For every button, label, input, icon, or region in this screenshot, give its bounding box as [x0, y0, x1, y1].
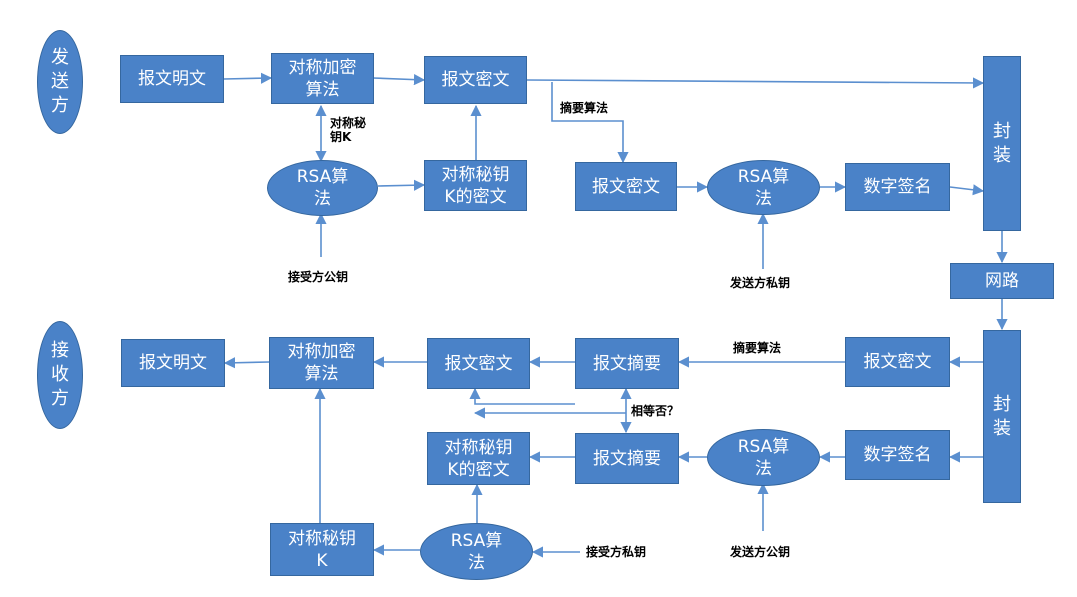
sender-plaintext-node: 报文明文: [120, 55, 224, 103]
sender-seal-node: 封 装: [983, 56, 1021, 231]
sender-sym-encrypt-label: 对称加密 算法: [288, 57, 357, 100]
receiver-role-label: 接 收 方: [51, 340, 69, 409]
sender-role-label: 发 送 方: [51, 47, 69, 116]
receiver-recv-ciphertext-label: 报文密文: [863, 352, 932, 372]
network-node: 网路: [950, 263, 1054, 299]
receiver-ciphertext-node: 报文密文: [427, 338, 530, 389]
sender-plaintext-label: 报文明文: [138, 69, 206, 89]
sender-rsa-sign-node: RSA算 法: [707, 160, 820, 215]
receiver-rsa-verify-label: RSA算 法: [737, 436, 790, 479]
sender-enc-key-node: 对称秘钥 K的密文: [424, 160, 527, 211]
arrow: [377, 179, 426, 191]
receiver-digest1-node: 报文摘要: [575, 338, 679, 389]
sender-seal-label: 封 装: [993, 120, 1011, 166]
sender-rsa-sign-label: RSA算 法: [737, 166, 790, 209]
arrow: [223, 72, 273, 84]
receiver-privkey-label: 接受方私钥: [586, 545, 647, 559]
sender-enc-key-label: 对称秘钥 K的密文: [441, 164, 510, 207]
sender-digest-algo-label: 摘要算法: [560, 101, 609, 115]
receiver-signature-node: 数字签名: [845, 430, 950, 480]
receiver-pubkey-label: 发送方公钥: [730, 545, 791, 559]
receiver-sym-decrypt-node: 对称加密 算法: [269, 337, 374, 389]
sender-digest-label: 报文密文: [592, 176, 660, 197]
sender-rsa-node: RSA算 法: [267, 160, 378, 216]
receiver-ciphertext-label: 报文密文: [444, 353, 513, 374]
receiver-rsa-decrypt-node: RSA算 法: [420, 523, 533, 580]
receiver-digest2-node: 报文摘要: [575, 433, 679, 484]
receiver-rsa-decrypt-label: RSA算 法: [450, 530, 503, 573]
receiver-equal-label: 相等否？: [631, 404, 680, 418]
receiver-enc-key-label: 对称秘钥 K的密文: [444, 437, 513, 480]
arrow: [526, 77, 985, 89]
sender-ciphertext-node: 报文密文: [424, 56, 527, 104]
sender-sym-encrypt-node: 对称加密 算法: [271, 53, 374, 104]
receiver-plaintext-node: 报文明文: [121, 339, 225, 387]
arrow: [949, 184, 985, 196]
receiver-role-node: 接 收 方: [37, 321, 83, 429]
sender-key-label: 对称秘 钥K: [330, 116, 367, 144]
sender-rsa-label: RSA算 法: [296, 167, 349, 209]
receiver-digest1-label: 报文摘要: [593, 353, 661, 374]
receiver-seal-node: 封 装: [983, 330, 1021, 503]
receiver-enc-key-node: 对称秘钥 K的密文: [427, 432, 530, 485]
sender-signature-label: 数字签名: [863, 177, 932, 197]
network-label: 网路: [985, 271, 1019, 291]
receiver-digest-algo-label: 摘要算法: [733, 341, 782, 355]
arrow: [223, 357, 270, 369]
receiver-sym-key-node: 对称秘钥 K: [270, 523, 374, 576]
arrow: [372, 74, 426, 86]
receiver-sym-decrypt-label: 对称加密 算法: [287, 342, 356, 384]
sender-privkey-label: 发送方私钥: [730, 276, 791, 290]
receiver-rsa-verify-node: RSA算 法: [707, 429, 820, 486]
sender-digest-node: 报文密文: [575, 162, 677, 211]
receiver-digest2-label: 报文摘要: [593, 448, 661, 469]
receiver-sym-key-label: 对称秘钥 K: [288, 528, 356, 571]
receiver-seal-label: 封 装: [993, 393, 1011, 439]
sender-ciphertext-label: 报文密文: [441, 70, 510, 90]
arrow: [551, 82, 629, 164]
sender-signature-node: 数字签名: [845, 163, 950, 211]
arrow: [469, 387, 575, 405]
receiver-recv-ciphertext-node: 报文密文: [845, 337, 950, 387]
receiver-signature-label: 数字签名: [863, 445, 932, 465]
sender-pubkey-label: 接受方公钥: [288, 270, 349, 284]
sender-role-node: 发 送 方: [37, 30, 83, 134]
receiver-plaintext-label: 报文明文: [139, 353, 207, 373]
